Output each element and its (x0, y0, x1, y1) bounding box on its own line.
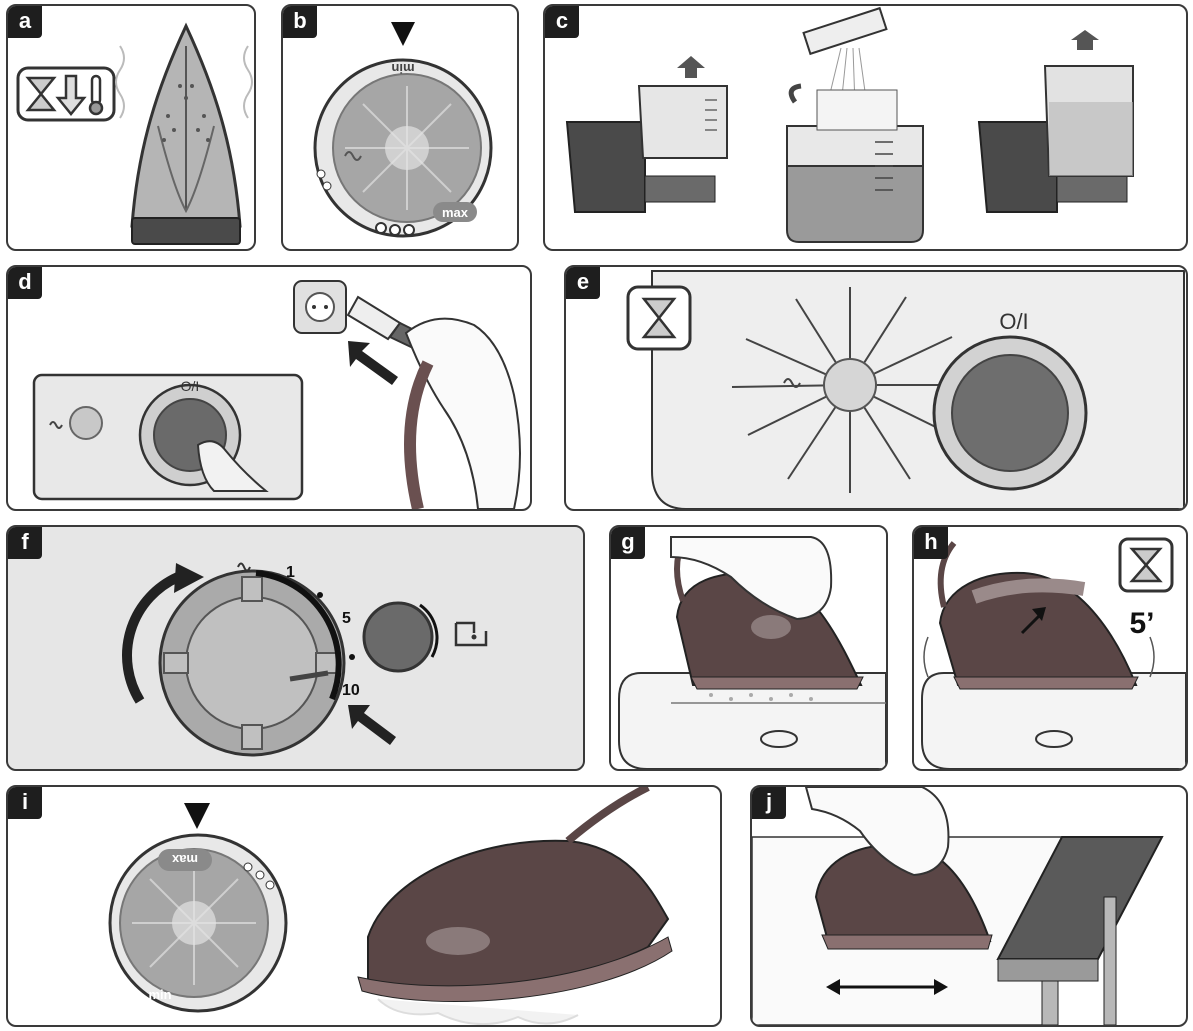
step-a-label: a (8, 6, 42, 38)
step-j-panel: j (750, 785, 1188, 1027)
steam-iron-icon (674, 539, 864, 690)
step-e-label: e (566, 267, 600, 299)
symbol-box (16, 66, 116, 122)
double-arrow-icon (826, 979, 948, 995)
indicator-light-icon (823, 358, 877, 412)
hand-icon (670, 536, 833, 621)
hand-icon (196, 440, 269, 492)
steam-iron-icon (937, 541, 1139, 690)
power-label: O/I (181, 378, 200, 394)
pointer-arrow-icon (348, 341, 398, 385)
steam-symbol-icon (783, 378, 801, 388)
step-c-panel: c (543, 4, 1188, 251)
hourglass-icon (25, 76, 57, 112)
dial-max-label: max (171, 852, 198, 867)
filler-jug-icon (786, 6, 924, 243)
steam-symbol-icon (344, 151, 362, 161)
power-label: O/I (999, 309, 1028, 334)
temperature-dial-icon: min max (313, 58, 493, 238)
steam-iron-icon (357, 787, 673, 1025)
step-j-label: j (752, 787, 786, 819)
scale-label-5: 5 (342, 610, 351, 627)
scale-label-10: 10 (342, 682, 360, 699)
water-tank-icon (977, 65, 1134, 213)
step-g-label: g (611, 527, 645, 559)
hourglass-icon (626, 285, 692, 351)
step-i-label: i (8, 787, 42, 819)
step-h-panel: h 5’ (912, 525, 1188, 771)
ironing-board-icon (996, 836, 1164, 1025)
step-e-panel: e O/I (564, 265, 1188, 511)
control-box: O/I (32, 373, 304, 501)
up-arrow-icon (677, 56, 705, 78)
down-arrow-icon (55, 74, 87, 116)
steam-symbol-icon (49, 421, 63, 429)
down-arrow-icon (1071, 30, 1099, 50)
hand-icon (804, 787, 950, 877)
pointer-triangle-icon (391, 22, 415, 46)
temperature-dial-icon: max min (108, 833, 288, 1013)
power-cord (404, 360, 434, 509)
scale-label-1: 1 (286, 564, 295, 581)
steam-iron-icon (115, 22, 253, 245)
steam-iron-icon (814, 843, 993, 950)
rotate-arrow-icon (122, 572, 181, 704)
dial-max-label: max (442, 205, 469, 220)
steam-knob-icon (158, 569, 346, 757)
step-f-panel: f 1 5 10 (6, 525, 585, 771)
dial-min-label: min (148, 987, 171, 1002)
step-h-label: h (914, 527, 948, 559)
steam-symbol-icon (237, 562, 251, 572)
step-d-panel: d O/I (6, 265, 532, 511)
power-button-icon (932, 335, 1088, 491)
step-i-panel: i max min (6, 785, 722, 1027)
dial-min-label: min (391, 61, 414, 76)
refill-icon (454, 621, 488, 647)
indicator-light-icon (69, 406, 103, 440)
thermometer-icon (88, 74, 104, 116)
step-c-label: c (545, 6, 579, 38)
appliance-body (651, 270, 1185, 509)
step-d-label: d (8, 267, 42, 299)
pointer-triangle-icon (184, 803, 210, 829)
step-b-panel: b min max (281, 4, 519, 251)
step-g-panel: g (609, 525, 888, 771)
duration-label: 5’ (1129, 607, 1154, 640)
scale-arc (255, 570, 342, 701)
step-f-label: f (8, 527, 42, 559)
hourglass-icon (1118, 537, 1174, 593)
pointer-arrow-icon (348, 705, 396, 745)
step-a-panel: a (6, 4, 256, 251)
step-b-label: b (283, 6, 317, 38)
indicator-light-icon (362, 601, 439, 673)
water-tank-icon (565, 85, 728, 213)
wall-socket-icon (293, 280, 347, 334)
hand-icon (404, 317, 521, 509)
